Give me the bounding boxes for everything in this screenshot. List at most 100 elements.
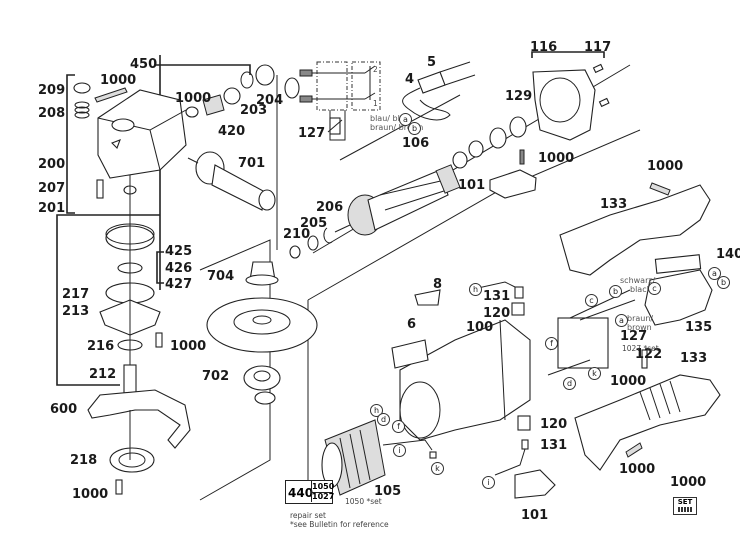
stator-105 — [321, 419, 433, 496]
pin-207 — [96, 179, 104, 199]
label-131-bottom: 131 — [540, 438, 568, 453]
marker-a-wire: a — [615, 314, 628, 327]
bracket-200 — [66, 74, 75, 214]
switch-pos-1: 1 — [373, 99, 378, 108]
label-105: 105 — [374, 484, 402, 499]
repair-set-box: 440 1050 1027 — [285, 480, 335, 504]
label-1000-set: 1000 — [670, 475, 707, 490]
label-426: 426 — [165, 261, 193, 276]
clamp-218 — [109, 447, 155, 473]
bracket-116 — [531, 51, 605, 58]
label-420: 420 — [218, 124, 246, 139]
label-100: 100 — [466, 320, 494, 335]
switch-135 — [644, 269, 713, 326]
label-1000-gear: 1000 — [175, 91, 212, 106]
label-427: 427 — [165, 277, 193, 292]
marker-k-stator: k — [431, 462, 444, 475]
boot-129 — [509, 116, 527, 138]
wire-label-black: black — [630, 285, 652, 294]
strain-relief-5 — [417, 71, 446, 94]
label-1000-213: 1000 — [170, 339, 207, 354]
label-209: 209 — [38, 83, 66, 98]
marker-k-module: k — [588, 367, 601, 380]
label-135: 135 — [685, 320, 713, 335]
label-129: 129 — [505, 89, 533, 104]
marker-a-switch: a — [708, 267, 721, 280]
marker-f-stator: f — [392, 420, 405, 433]
wire-label-schwarz: schwarz/ — [620, 276, 656, 285]
label-116: 116 — [530, 40, 558, 55]
nut-1000-gear — [185, 106, 199, 118]
label-213: 213 — [62, 304, 90, 319]
set-icon: SET — [673, 497, 697, 515]
label-450: 450 — [130, 57, 158, 72]
label-127-module: 127 — [620, 329, 648, 344]
label-704: 704 — [207, 269, 235, 284]
label-208: 208 — [38, 106, 66, 121]
marker-d-module: d — [563, 377, 576, 390]
bearing-210 — [289, 245, 301, 259]
note-1050-set: 1050 *set — [345, 497, 382, 506]
pinion-420 — [202, 94, 225, 116]
label-205: 205 — [300, 216, 328, 231]
wire-label-brown2: brown — [627, 323, 652, 332]
marker-a-cord: a — [399, 113, 412, 126]
label-101-top: 101 — [458, 178, 486, 193]
wire-label-blau: blau/ blue — [370, 114, 410, 123]
bearing-armature-1 — [452, 151, 468, 169]
marker-c-switch: c — [648, 282, 661, 295]
label-203: 203 — [240, 103, 268, 118]
label-8 — [414, 289, 441, 306]
set-icon-label: SET — [677, 498, 693, 506]
repair-set-1050: 1050 — [311, 481, 335, 493]
label-210: 210 — [283, 227, 311, 242]
marker-b-switch: b — [717, 276, 730, 289]
label-207: 207 — [38, 181, 66, 196]
marker-i-stator: i — [393, 444, 406, 457]
pad-140 — [654, 254, 702, 274]
label-4: 4 — [405, 72, 415, 87]
label-133-top: 133 — [600, 197, 628, 212]
label-206: 206 — [316, 200, 344, 215]
repair-set-440: 440 — [288, 486, 314, 500]
repair-set-1027: 1027 — [311, 492, 335, 502]
label-425: 425 — [165, 244, 193, 259]
side-handle-701 — [187, 151, 276, 211]
label-702: 702 — [202, 369, 230, 384]
label-218: 218 — [70, 453, 98, 468]
brush-cover-101-bottom — [514, 469, 556, 499]
label-201: 201 — [38, 201, 66, 216]
screw-1000-213 — [155, 332, 163, 348]
label-1000-top: 1000 — [100, 73, 137, 88]
cord-wires-4 — [402, 87, 451, 121]
pin-117 — [592, 63, 604, 74]
label-1000-122: 1000 — [610, 374, 647, 389]
bearing-inner — [223, 87, 241, 105]
grinding-wheel — [206, 297, 318, 353]
brush-cover-101-top — [489, 169, 537, 199]
cap-209 — [73, 82, 91, 94]
label-204: 204 — [256, 93, 284, 108]
bracket-425 — [156, 251, 164, 284]
guard-600 — [87, 389, 191, 449]
label-1000-218: 1000 — [72, 487, 109, 502]
marker-b-cord: b — [408, 122, 421, 135]
end-housing-116 — [532, 69, 596, 141]
label-131-top: 131 — [483, 289, 511, 304]
spring-208 — [74, 101, 90, 119]
grip-133 — [574, 374, 721, 471]
gear-housing — [97, 89, 187, 179]
label-120-top: 120 — [483, 306, 511, 321]
bearing-204 — [255, 64, 275, 86]
rear-handle-133 — [559, 184, 711, 276]
marker-b-wire: b — [609, 285, 622, 298]
brush-131-top — [514, 286, 524, 299]
marker-c-wire: c — [585, 294, 598, 307]
ring-203 — [240, 71, 254, 89]
marker-i-cable: i — [482, 476, 495, 489]
bracket-450 — [155, 64, 251, 75]
bracket-gear-group — [56, 214, 160, 386]
label-701: 701 — [238, 156, 266, 171]
screw-1000-top — [94, 87, 128, 103]
